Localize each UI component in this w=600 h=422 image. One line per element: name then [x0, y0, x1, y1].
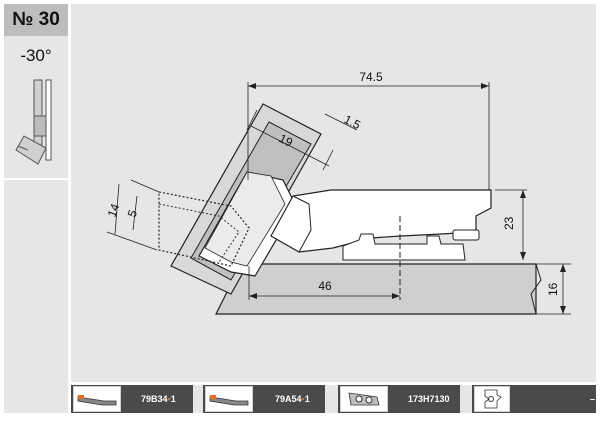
dim-overlay-inner: 5	[125, 208, 141, 219]
part-code-4: –	[590, 394, 596, 404]
dim-cup-offset: 19	[277, 131, 296, 150]
hinge-cup-icon	[474, 386, 510, 412]
item-number: № 30	[4, 4, 68, 36]
dim-overlay-outer: 14	[105, 201, 123, 219]
plate-clip	[452, 229, 480, 241]
part-code-1: 79B34	[141, 394, 168, 404]
part-item-2[interactable]: 79A54▪1	[203, 385, 325, 413]
part-code-3: 173H7130	[408, 394, 450, 404]
part-dot-1: ▪	[167, 394, 171, 404]
part-item-4[interactable]: –	[472, 385, 596, 413]
plate-icon	[73, 386, 121, 412]
part-item-3[interactable]: 173H7130	[338, 385, 460, 413]
part-dot-2: ▪	[301, 394, 305, 404]
part-item-1[interactable]: 79B34▪1	[71, 385, 193, 413]
hinge-diagram: 74.5 19 1.5 14 5 23 46 16	[105, 70, 571, 315]
part-code-2: 79A54	[275, 394, 302, 404]
dim-arm-height: 23	[502, 216, 516, 230]
dim-depth: 46	[318, 279, 332, 293]
dim-panel-thickness: 16	[546, 282, 560, 296]
cabinet-side-panel	[215, 263, 537, 315]
clip-icon	[340, 386, 388, 412]
hinge-angle-icon	[15, 79, 52, 165]
angle-label: -30°	[20, 46, 52, 65]
diagram-panel: 74.5 19 1.5 14 5 23 46 16	[71, 4, 596, 382]
part-suffix-1: 1	[170, 394, 176, 404]
part-suffix-2: 1	[304, 394, 310, 404]
plate-icon	[205, 386, 253, 412]
angle-panel: -30°	[4, 38, 68, 180]
door-closed-outline	[158, 191, 250, 267]
dim-total-width: 74.5	[359, 70, 383, 84]
hinge-cup-rim	[204, 171, 286, 267]
dim-gap: 1.5	[342, 112, 364, 132]
mounting-plate	[342, 233, 466, 261]
